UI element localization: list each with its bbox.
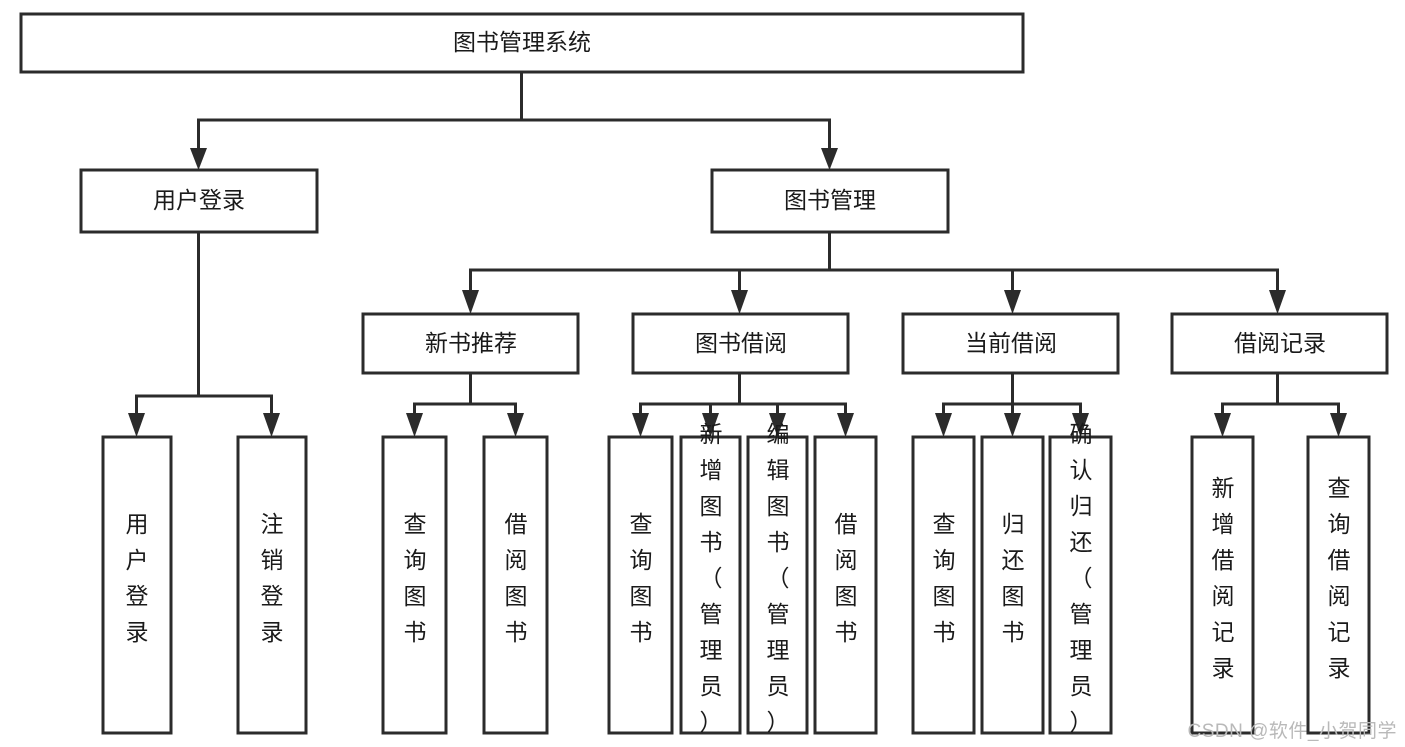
node-root[interactable]: 图书管理系统: [19, 12, 1025, 74]
node-borrow-record-box[interactable]: [1170, 312, 1389, 375]
node-leaf-borrow-book-2-label: 借阅图书: [835, 511, 858, 645]
arrow-head-borrow-record: [1269, 290, 1286, 314]
connector-group: [128, 70, 1347, 437]
arrow-head-book-borrow: [731, 290, 748, 314]
node-leaf-borrow-book-2[interactable]: 借阅图书: [813, 435, 878, 735]
node-leaf-query-record-box[interactable]: [1306, 435, 1371, 735]
node-leaf-user-login[interactable]: 用户登录: [101, 435, 173, 735]
node-leaf-add-book[interactable]: 新增图书（管理员）: [679, 421, 742, 735]
node-leaf-logout-login-box[interactable]: [236, 435, 308, 735]
node-user-login-box[interactable]: [79, 168, 319, 234]
node-book-borrow-box[interactable]: [631, 312, 850, 375]
node-current-borrow-box[interactable]: [901, 312, 1120, 375]
node-leaf-edit-book-label: 编辑图书（管理员）: [767, 421, 790, 735]
node-leaf-query-book-1-box[interactable]: [381, 435, 448, 735]
node-leaf-return-book-label: 归还图书: [1002, 511, 1025, 645]
arrow-head-leaf-query-record: [1330, 413, 1347, 437]
arrow-head-leaf-borrow-book-2: [837, 413, 854, 437]
arrow-head-leaf-logout-login: [263, 413, 280, 437]
node-user-login-label: 用户登录: [153, 187, 245, 213]
node-leaf-user-login-box[interactable]: [101, 435, 173, 735]
node-borrow-record-label: 借阅记录: [1234, 330, 1326, 356]
node-leaf-query-record-label: 查询借阅记录: [1328, 475, 1351, 681]
node-leaf-return-book-box[interactable]: [980, 435, 1045, 735]
node-borrow-record[interactable]: 借阅记录: [1170, 312, 1389, 375]
node-current-borrow-label: 当前借阅: [965, 330, 1057, 356]
node-leaf-borrow-book-1[interactable]: 借阅图书: [482, 435, 549, 735]
node-leaf-return-book[interactable]: 归还图书: [980, 435, 1045, 735]
node-leaf-confirm-return-box[interactable]: [1048, 435, 1113, 735]
node-leaf-add-record-label: 新增借阅记录: [1212, 475, 1235, 681]
node-leaf-query-book-2-box[interactable]: [607, 435, 674, 735]
arrow-head-leaf-add-record: [1214, 413, 1231, 437]
arrow-head-book-manage: [821, 148, 838, 170]
node-leaf-borrow-book-2-box[interactable]: [813, 435, 878, 735]
node-user-login[interactable]: 用户登录: [79, 168, 319, 234]
arrow-head-leaf-edit-book: [769, 413, 786, 437]
arrow-head-current-borrow: [1004, 290, 1021, 314]
node-leaf-borrow-book-1-label: 借阅图书: [505, 511, 528, 645]
arrow-head-leaf-user-login: [128, 413, 145, 437]
arrow-head-leaf-confirm-return: [1072, 413, 1089, 437]
node-current-borrow[interactable]: 当前借阅: [901, 312, 1120, 375]
arrow-head-leaf-add-book: [702, 413, 719, 437]
node-book-manage-label: 图书管理: [784, 187, 876, 213]
node-leaf-edit-book[interactable]: 编辑图书（管理员）: [746, 421, 809, 735]
arrow-head-new-book-recommend: [462, 290, 479, 314]
arrow-head-leaf-return-book: [1004, 413, 1021, 437]
node-book-borrow[interactable]: 图书借阅: [631, 312, 850, 375]
node-leaf-query-book-2-label: 查询图书: [630, 511, 653, 645]
node-leaf-edit-book-box[interactable]: [746, 435, 809, 735]
arrow-head-leaf-query-book-1: [406, 413, 423, 437]
node-book-manage-box[interactable]: [710, 168, 950, 234]
node-leaf-confirm-return-label: 确认归还（管理员）: [1070, 421, 1093, 735]
csdn-watermark: CSDN @软件_小贺同学: [1187, 721, 1397, 742]
node-leaf-query-book-3-label: 查询图书: [933, 511, 956, 645]
node-book-borrow-label: 图书借阅: [695, 330, 787, 356]
node-leaf-query-book-1[interactable]: 查询图书: [381, 435, 448, 735]
node-leaf-add-book-label: 新增图书（管理员）: [700, 421, 723, 735]
node-leaf-query-book-2[interactable]: 查询图书: [607, 435, 674, 735]
node-leaf-logout-login-label: 注销登录: [261, 511, 284, 645]
node-leaf-borrow-book-1-box[interactable]: [482, 435, 549, 735]
node-new-book-recommend-label: 新书推荐: [425, 330, 517, 356]
node-leaf-add-record-box[interactable]: [1190, 435, 1255, 735]
arrow-head-leaf-query-book-3: [935, 413, 952, 437]
node-leaf-query-record[interactable]: 查询借阅记录: [1306, 435, 1371, 735]
arrow-head-leaf-query-book-2: [632, 413, 649, 437]
node-leaf-confirm-return[interactable]: 确认归还（管理员）: [1048, 421, 1113, 735]
node-new-book-recommend[interactable]: 新书推荐: [361, 312, 580, 375]
node-leaf-add-record[interactable]: 新增借阅记录: [1190, 435, 1255, 735]
node-new-book-recommend-box[interactable]: [361, 312, 580, 375]
arrow-head-user-login: [190, 148, 207, 170]
node-leaf-user-login-label: 用户登录: [126, 511, 149, 645]
node-leaf-logout-login[interactable]: 注销登录: [236, 435, 308, 735]
node-leaf-add-book-box[interactable]: [679, 435, 742, 735]
arrow-head-leaf-borrow-book-1: [507, 413, 524, 437]
node-leaf-query-book-1-label: 查询图书: [404, 511, 427, 645]
node-leaf-query-book-3[interactable]: 查询图书: [911, 435, 976, 735]
node-root-label: 图书管理系统: [453, 29, 591, 55]
node-root-box[interactable]: [19, 12, 1025, 74]
node-leaf-query-book-3-box[interactable]: [911, 435, 976, 735]
node-book-manage[interactable]: 图书管理: [710, 168, 950, 234]
